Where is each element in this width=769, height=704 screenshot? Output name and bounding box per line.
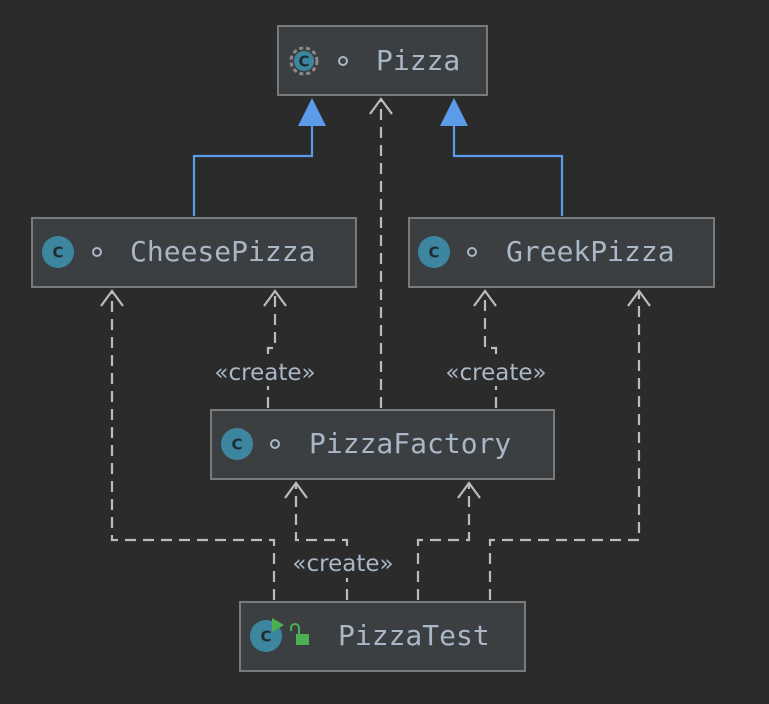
dependency-arrowhead — [369, 97, 393, 115]
dependency-line — [294, 484, 349, 600]
visibility-icon — [270, 439, 280, 449]
edge-factory-creates-cheese — [263, 289, 287, 408]
runnable-class-icon: C — [250, 618, 284, 652]
class-node-pizza[interactable]: C Pizza — [277, 25, 488, 96]
node-box — [239, 601, 526, 672]
public-visibility-icon — [290, 623, 309, 645]
edge-test-uses-greek — [488, 289, 651, 600]
dependency-arrowhead — [627, 289, 651, 307]
class-node-pizza-test[interactable]: C PizzaTest — [239, 601, 526, 672]
class-name: PizzaTest — [338, 619, 490, 652]
svg-text:C: C — [428, 244, 439, 262]
label-backdrop — [288, 548, 398, 578]
visibility-icon — [338, 56, 348, 66]
inheritance-arrowhead — [298, 98, 326, 126]
class-icon: C — [221, 428, 253, 460]
svg-text:C: C — [231, 436, 242, 454]
class-name: Pizza — [376, 44, 460, 77]
edge-test-creates-factory — [284, 481, 349, 600]
dependency-arrowhead — [100, 289, 124, 307]
edge-test-uses-cheese — [100, 289, 276, 600]
class-icon: C — [418, 236, 450, 268]
dependency-line — [483, 292, 498, 408]
dependency-line — [488, 292, 641, 600]
node-box — [31, 217, 357, 288]
node-box — [408, 217, 715, 288]
abstract-class-icon: C — [289, 46, 319, 76]
dependency-arrowhead — [457, 481, 481, 499]
inheritance-arrowhead — [440, 98, 468, 126]
dependency-line — [266, 292, 277, 408]
edge-factory-uses-pizza — [369, 97, 393, 408]
class-name: CheesePizza — [130, 235, 315, 268]
inheritance-line — [452, 124, 564, 216]
visibility-icon — [467, 247, 477, 257]
class-name: GreekPizza — [506, 235, 675, 268]
dependency-line — [416, 484, 471, 600]
dependency-arrowhead — [473, 289, 497, 307]
node-box — [210, 409, 555, 480]
class-node-pizza-factory[interactable]: C PizzaFactory — [210, 409, 555, 480]
edge-factory-creates-greek — [473, 289, 498, 408]
svg-text:C: C — [298, 53, 309, 71]
svg-text:C: C — [260, 628, 271, 646]
class-node-cheese-pizza[interactable]: C CheesePizza — [31, 217, 357, 288]
edge-label-create: «create» — [445, 360, 546, 386]
dependency-line — [110, 292, 276, 600]
edge-label-create: «create» — [214, 360, 315, 386]
label-backdrop — [210, 356, 320, 386]
dependency-arrowhead — [284, 481, 308, 499]
edge-label-create: «create» — [292, 551, 393, 577]
class-node-greek-pizza[interactable]: C GreekPizza — [408, 217, 715, 288]
svg-text:C: C — [52, 244, 63, 262]
class-icon: C — [42, 236, 74, 268]
label-backdrop — [440, 356, 550, 386]
inheritance-line — [192, 124, 314, 216]
dependency-arrowhead — [263, 289, 287, 307]
class-name: PizzaFactory — [309, 427, 511, 460]
edge-cheese-extends-pizza — [192, 98, 326, 216]
edge-greek-extends-pizza — [440, 98, 564, 216]
visibility-icon — [92, 247, 102, 257]
edge-test-uses-factory — [416, 481, 481, 600]
